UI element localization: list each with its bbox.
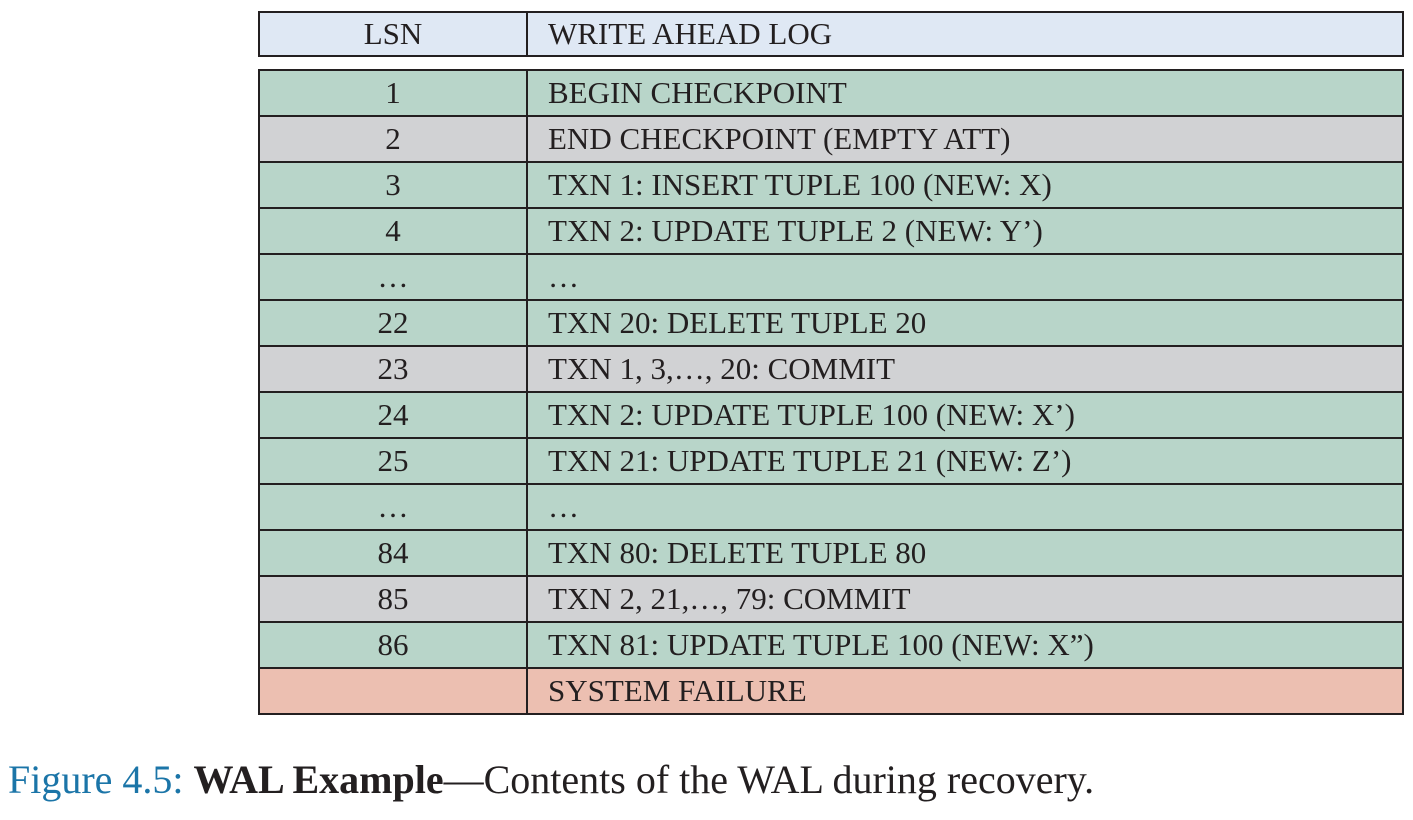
log-row: 86 TXN 81: UPDATE TUPLE 100 (NEW: X”) [258,621,1404,667]
figure-title: WAL Example [193,757,444,802]
log-entry: … [548,259,579,294]
log-row: 2 END CHECKPOINT (EMPTY ATT) [258,115,1404,161]
lsn-cell: … [260,485,528,529]
figure-number: Figure 4.5: [8,757,184,802]
log-entry: TXN 2, 21,…, 79: COMMIT [548,581,911,616]
log-entry: TXN 2: UPDATE TUPLE 2 (NEW: Y’) [548,213,1043,248]
header-log: WRITE AHEAD LOG [548,16,833,51]
log-entry: TXN 1, 3,…, 20: COMMIT [548,351,896,386]
log-row: … … [258,483,1404,529]
log-row: 22 TXN 20: DELETE TUPLE 20 [258,299,1404,345]
log-entry: TXN 1: INSERT TUPLE 100 (NEW: X) [548,167,1052,202]
log-row-system-failure: SYSTEM FAILURE [258,667,1404,713]
lsn-cell: 85 [260,577,528,621]
lsn-cell: 2 [260,117,528,161]
lsn-cell: 4 [260,209,528,253]
log-row: 1 BEGIN CHECKPOINT [258,69,1404,115]
header-lsn: LSN [260,13,528,55]
log-entry: TXN 2: UPDATE TUPLE 100 (NEW: X’) [548,397,1075,432]
log-entry: … [548,489,579,524]
log-row: 85 TXN 2, 21,…, 79: COMMIT [258,575,1404,621]
lsn-cell: 3 [260,163,528,207]
log-entry: TXN 80: DELETE TUPLE 80 [548,535,927,570]
figure-caption-text: —Contents of the WAL during recovery. [443,757,1095,802]
lsn-cell: 25 [260,439,528,483]
lsn-cell: 24 [260,393,528,437]
log-entry: TXN 81: UPDATE TUPLE 100 (NEW: X”) [548,627,1094,662]
lsn-cell: … [260,255,528,299]
log-row: 3 TXN 1: INSERT TUPLE 100 (NEW: X) [258,161,1404,207]
lsn-cell [260,669,528,713]
log-row: 24 TXN 2: UPDATE TUPLE 100 (NEW: X’) [258,391,1404,437]
log-entry: SYSTEM FAILURE [548,673,807,708]
log-entry: BEGIN CHECKPOINT [548,75,847,110]
figure-caption: Figure 4.5: WAL Example—Contents of the … [8,756,1094,803]
log-row: 4 TXN 2: UPDATE TUPLE 2 (NEW: Y’) [258,207,1404,253]
log-row: 23 TXN 1, 3,…, 20: COMMIT [258,345,1404,391]
lsn-cell: 22 [260,301,528,345]
log-entry: TXN 20: DELETE TUPLE 20 [548,305,927,340]
lsn-cell: 86 [260,623,528,667]
table-header: LSN WRITE AHEAD LOG [258,11,1404,57]
lsn-cell: 1 [260,71,528,115]
wal-table: LSN WRITE AHEAD LOG 1 BEGIN CHECKPOINT 2… [258,11,1404,715]
lsn-cell: 84 [260,531,528,575]
lsn-cell: 23 [260,347,528,391]
log-entry: TXN 21: UPDATE TUPLE 21 (NEW: Z’) [548,443,1072,478]
log-entry: END CHECKPOINT (EMPTY ATT) [548,121,1011,156]
log-row: … … [258,253,1404,299]
log-row: 84 TXN 80: DELETE TUPLE 80 [258,529,1404,575]
log-row: 25 TXN 21: UPDATE TUPLE 21 (NEW: Z’) [258,437,1404,483]
log-body: 1 BEGIN CHECKPOINT 2 END CHECKPOINT (EMP… [258,69,1404,715]
